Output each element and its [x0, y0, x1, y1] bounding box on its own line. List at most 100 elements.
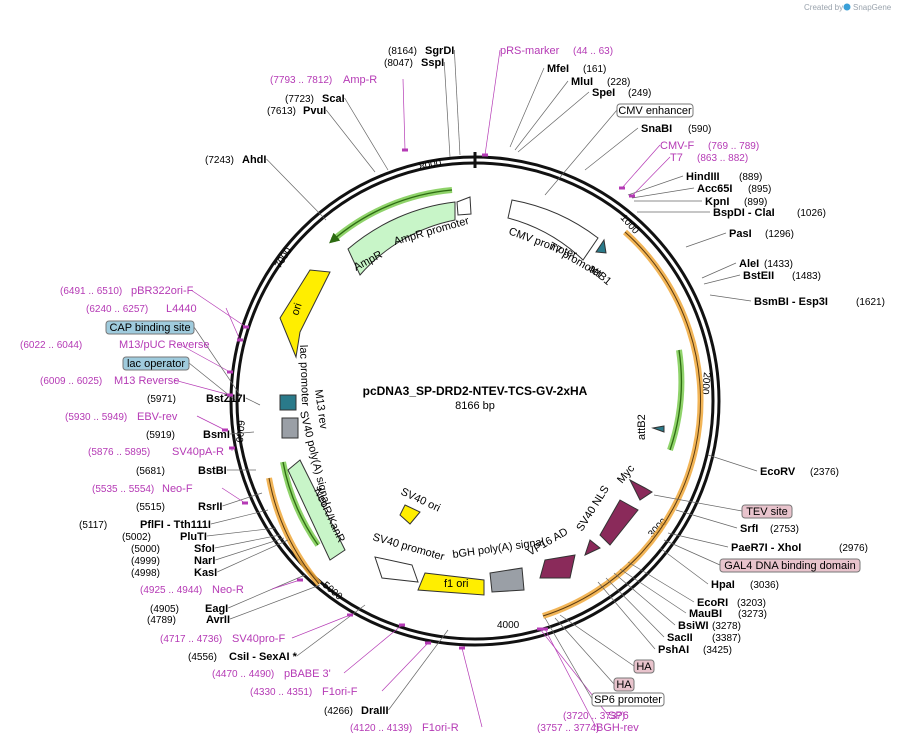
enzyme-label: BstBI: [198, 465, 227, 477]
neor-feature: [287, 459, 346, 561]
primer-mark: [229, 446, 235, 450]
attb1-feature: [595, 238, 607, 254]
primer-position: (7793 .. 7812): [270, 75, 332, 86]
enzyme-position: (7243): [205, 155, 234, 166]
enzyme-label: MluI: [571, 76, 593, 88]
enzyme-position: (4999): [131, 556, 160, 567]
feature-box-label: SP6 promoter: [594, 694, 662, 706]
primer-mark: [399, 623, 405, 627]
enzyme-label: CsiI - SexAI *: [229, 651, 298, 663]
sv40-polya-feature: [281, 417, 299, 439]
primer-label: T7: [670, 152, 683, 164]
m13-rev-label: M13 rev: [312, 389, 329, 431]
enzyme-label: SrfI: [740, 523, 758, 535]
enzyme-position: (5000): [131, 544, 160, 555]
f1-ori-label: f1 ori: [444, 578, 468, 590]
credit-text: Created by: [804, 3, 843, 12]
enzyme-position: (2976): [839, 543, 868, 554]
enzyme-position: (5515): [136, 502, 165, 513]
enzyme-label: PvuI: [303, 105, 326, 117]
tick-4000: 4000: [497, 620, 520, 631]
feature-box-label: TEV site: [746, 506, 788, 518]
feature-box-label: CAP binding site: [109, 322, 190, 334]
primer-label: F1ori-R: [422, 722, 459, 734]
enzyme-position: (4789): [147, 615, 176, 626]
enzyme-label: AhdI: [242, 154, 266, 166]
enzyme-label: ScaI: [322, 93, 345, 105]
primer-label: pBR322ori-F: [131, 285, 194, 297]
enzyme-position: (2376): [810, 467, 839, 478]
primer-label: SV40pro-F: [232, 633, 285, 645]
attb2-label: attB2: [636, 414, 648, 440]
primer-label: Neo-R: [212, 584, 244, 596]
primer-mark: [402, 148, 408, 152]
enzyme-position: (5117): [79, 520, 107, 531]
feature-box: [122, 356, 190, 371]
enzyme-label: KpnI: [705, 196, 729, 208]
enzyme-position: (889): [739, 172, 762, 183]
enzyme-label: BsmBI - Esp3I: [754, 296, 828, 308]
primer-label: L4440: [166, 303, 197, 315]
enzyme-position: (895): [748, 184, 771, 195]
primer-position: (5876 .. 5895): [88, 447, 150, 458]
attb2-feature: [651, 425, 665, 433]
enzyme-position: (8164): [388, 46, 417, 57]
enzyme-label: MfeI: [547, 63, 569, 75]
primer-position: (4120 .. 4139): [350, 723, 412, 734]
myc-feature: [628, 478, 653, 501]
enzyme-position: (1433): [764, 259, 793, 270]
primer-position: (5930 .. 5949): [65, 412, 127, 423]
enzyme-label: MauBI: [689, 608, 722, 620]
feature-box: [719, 558, 861, 573]
enzyme-position: (1483): [792, 271, 821, 282]
enzyme-position: (4905): [150, 604, 179, 615]
primer-mark: [242, 501, 248, 505]
enzyme-label: EagI: [205, 603, 228, 615]
green-arc-attb-core: [669, 349, 682, 451]
enzyme-label: BstEII: [743, 270, 774, 282]
enzyme-label: SnaBI: [641, 123, 672, 135]
enzyme-label: PluTI: [180, 531, 207, 543]
primer-mark: [243, 325, 249, 329]
f1-ori-feature: [417, 572, 485, 596]
primer-mark: [347, 613, 353, 617]
enzyme-label: SspI: [421, 57, 444, 69]
enzyme-position: (7613): [267, 106, 296, 117]
enzyme-position: (4266): [324, 706, 353, 717]
primer-label: F1ori-F: [322, 686, 358, 698]
enzyme-position: (590): [688, 124, 711, 135]
gal4-feature: [599, 499, 639, 546]
primer-label: pBABE 3': [284, 668, 331, 680]
enzyme-position: (4556): [188, 652, 217, 663]
lac-promoter-label: lac promoter: [297, 345, 311, 407]
vp16-ad-feature: [539, 554, 576, 579]
ori-label: ori: [289, 302, 304, 317]
feature-box: [616, 103, 694, 118]
sv40-promoter-feature: [374, 556, 419, 583]
enzyme-label: SpeI: [592, 87, 615, 99]
enzyme-position: (5681): [136, 466, 165, 477]
primer-position: (3720 .. 3737): [563, 711, 625, 722]
enzyme-position: (161): [583, 64, 606, 75]
feature-box-label: CMV enhancer: [618, 105, 692, 117]
tick-8000: 8000: [418, 157, 442, 172]
primer-mark: [297, 578, 303, 582]
ampr-feature: [347, 201, 456, 276]
primer-label: pRS-marker: [500, 45, 560, 57]
enzyme-position: (1296): [765, 229, 794, 240]
snapgene-logo-icon: [843, 3, 851, 11]
enzyme-label: HindIII: [686, 171, 720, 183]
primer-position: (44 .. 63): [573, 46, 613, 57]
enzyme-label: PaeR7I - XhoI: [731, 542, 801, 554]
primer-mark: [619, 186, 625, 190]
enzyme-label: NarI: [194, 555, 215, 567]
enzyme-position: (1621): [856, 297, 885, 308]
primer-position: (6009 .. 6025): [40, 376, 102, 387]
primer-position: (863 .. 882): [697, 153, 748, 164]
primer-position: (4717 .. 4736): [160, 634, 222, 645]
ori-feature: [279, 269, 331, 359]
cmv-promoter-feature: [507, 199, 599, 261]
primer-mark: [237, 338, 243, 342]
feature-box-label: GAL4 DNA binding domain: [724, 560, 855, 572]
